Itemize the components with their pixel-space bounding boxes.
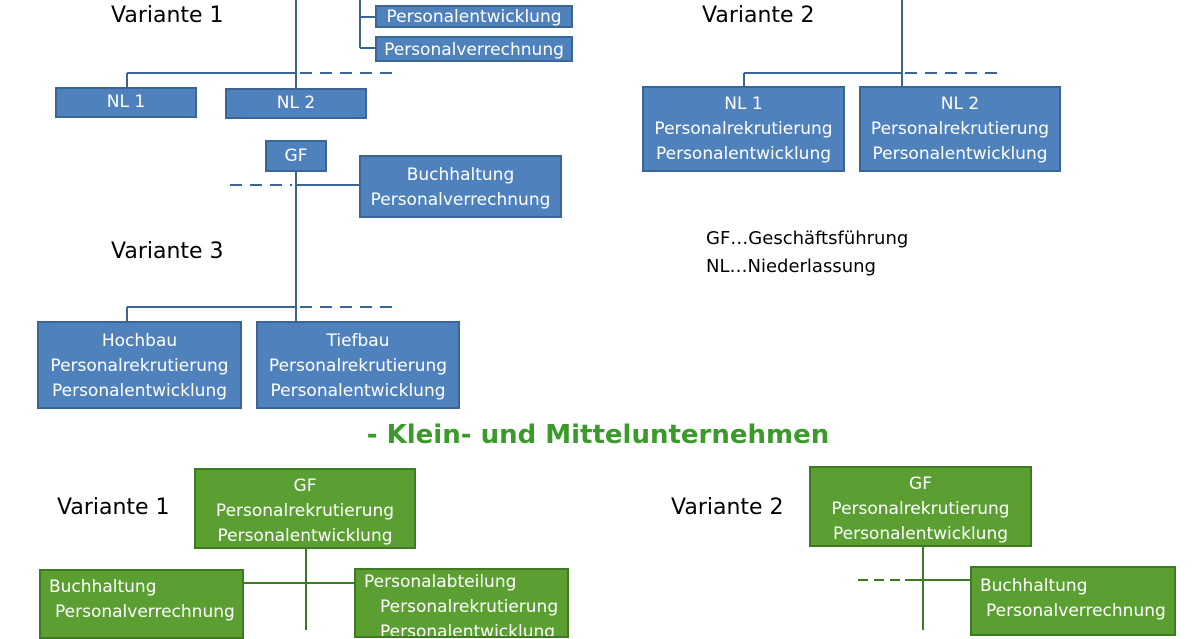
box-line: Personalrekrutierung	[380, 597, 559, 617]
legend-gf: GF…Geschäftsführung	[706, 228, 909, 249]
bottom-variant-2-label: Variante 2	[671, 495, 784, 520]
box-line: Personalentwicklung	[655, 144, 832, 164]
box-line: Personalentwicklung	[832, 524, 1009, 544]
box-title: Buchhaltung	[49, 577, 157, 597]
box-line: Personalrekrutierung	[50, 356, 229, 376]
box-line: Personalverrechnung	[986, 601, 1166, 621]
box-gf: GF	[265, 140, 327, 172]
box-personalentwicklung: Personalentwicklung	[375, 5, 573, 28]
box-title: GF	[909, 474, 932, 494]
box-title: Buchhaltung	[406, 165, 515, 185]
box-line: Personalentwicklung	[51, 381, 228, 401]
box-nl1: NL 1	[55, 87, 197, 118]
box-line: Personalentwicklung	[217, 526, 393, 546]
box-line: Personalrekrutierung	[831, 499, 1010, 519]
box-line: Personalverrechnung	[370, 190, 551, 210]
box-title: NL 1	[724, 94, 763, 114]
box-line: Personalrekrutierung	[870, 119, 1050, 139]
box-line: Personalentwicklung	[380, 622, 556, 638]
box-title: Hochbau	[101, 331, 178, 351]
box-line: Personalentwicklung	[270, 381, 446, 401]
box-line: Personalrekrutierung	[215, 501, 395, 521]
legend-nl: NL…Niederlassung	[706, 256, 876, 277]
box-title: Tiefbau	[326, 331, 390, 351]
box-line: Personalrekrutierung	[268, 356, 448, 376]
box-line: Personalrekrutierung	[654, 119, 833, 139]
top-variant-2-label: Variante 2	[702, 3, 815, 28]
box-nl2: NL 2	[225, 88, 367, 119]
section-title: - Klein- und Mittelunternehmen	[366, 420, 830, 450]
box-title: Buchhaltung	[980, 576, 1088, 596]
box-personalverrechnung: Personalverrechnung	[375, 36, 573, 62]
box-line: Personalverrechnung	[55, 602, 235, 622]
box-title: GF	[293, 476, 317, 496]
box-title: NL 2	[940, 94, 980, 114]
box-line: Personalentwicklung	[872, 144, 1048, 164]
bottom-variant-1-label: Variante 1	[57, 495, 170, 520]
box-title: Personalabteilung	[364, 572, 517, 592]
top-variant-1-label: Variante 1	[111, 3, 224, 28]
top-variant-3-label: Variante 3	[111, 239, 224, 264]
